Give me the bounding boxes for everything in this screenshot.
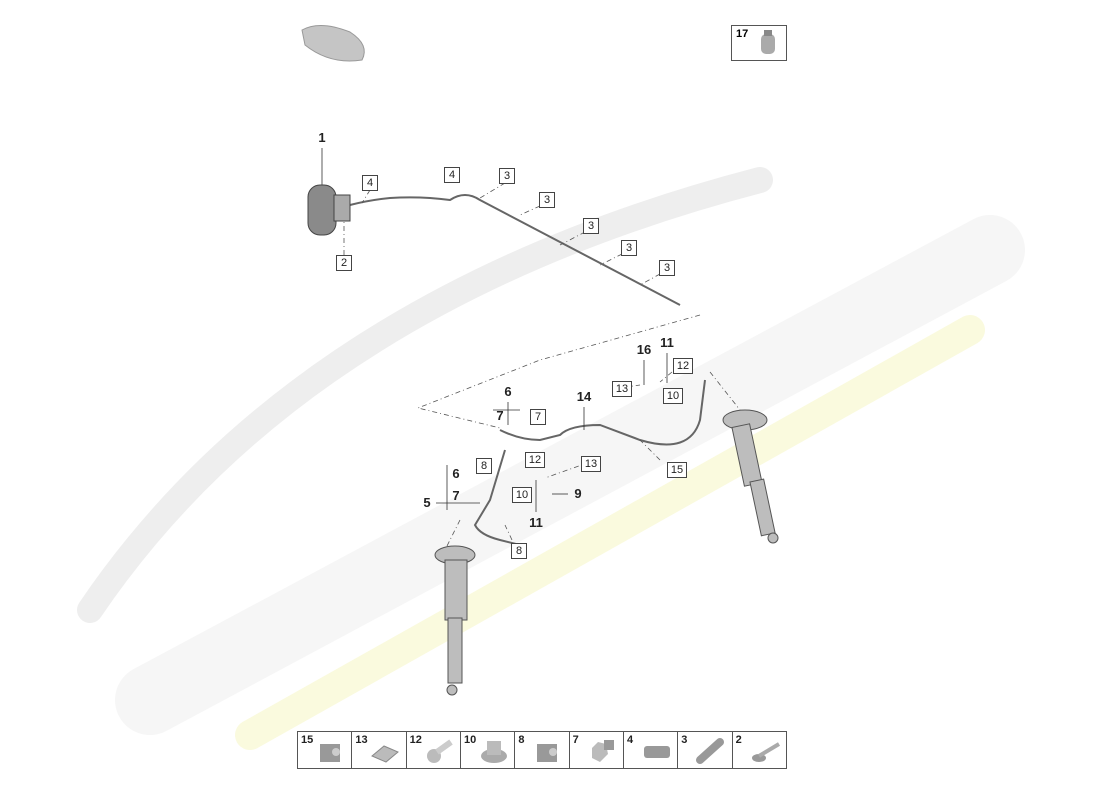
callout-6: 6 xyxy=(504,384,512,399)
callout-7: 7 xyxy=(496,408,504,423)
shock-absorber-right xyxy=(722,409,779,544)
box-12: 12 xyxy=(673,358,693,374)
part-number: 3 xyxy=(681,734,688,746)
spring-clip-icon xyxy=(371,745,400,763)
actuator xyxy=(307,184,351,236)
brake-line-rear xyxy=(499,379,706,446)
hex-bolt-icon xyxy=(591,740,614,762)
part-number: 13 xyxy=(355,734,368,746)
bolt-icon xyxy=(751,742,780,762)
screw-icon xyxy=(426,739,453,763)
box-13: 13 xyxy=(612,381,632,397)
shock-absorber-left xyxy=(434,545,476,696)
box-3: 3 xyxy=(539,192,555,208)
box-4: 4 xyxy=(362,175,378,191)
part-3: 3 xyxy=(678,732,733,768)
part-number: 10 xyxy=(463,734,477,746)
line-holder-icon xyxy=(643,746,670,758)
callout-14: 14 xyxy=(576,389,592,404)
line-clip-icon xyxy=(696,738,725,764)
car-silhouette-icon xyxy=(301,25,365,62)
box-3: 3 xyxy=(621,240,637,256)
callout-11: 11 xyxy=(660,335,674,350)
part-number: 7 xyxy=(572,734,579,746)
callout-16: 16 xyxy=(636,342,652,357)
box-13: 13 xyxy=(581,456,601,472)
clip-block-icon xyxy=(320,744,340,762)
box-3: 3 xyxy=(583,218,599,234)
box-7: 7 xyxy=(530,409,546,425)
callout-7: 7 xyxy=(452,488,460,503)
brake-hose-left xyxy=(473,449,521,546)
part-4: 4 xyxy=(624,732,679,768)
part-7: 7 xyxy=(570,732,624,768)
parts-strip: 15 13 12 10 8 7 4 3 2 xyxy=(297,731,787,769)
part-number: 17 xyxy=(736,28,749,40)
callout-6: 6 xyxy=(452,466,460,481)
part-12: 12 xyxy=(407,732,461,768)
box-12: 12 xyxy=(525,452,545,468)
box-10: 10 xyxy=(663,388,683,404)
part-2: 2 xyxy=(733,732,786,768)
part-number: 4 xyxy=(626,734,634,746)
box-8: 8 xyxy=(511,543,527,559)
clip-block-icon xyxy=(537,744,558,762)
box-4: 4 xyxy=(444,167,460,183)
box-3: 3 xyxy=(659,260,675,276)
box-2: 2 xyxy=(336,255,352,271)
part-15: 15 xyxy=(298,732,353,768)
cap-icon xyxy=(761,30,775,54)
part-number: 2 xyxy=(735,734,742,746)
box-3: 3 xyxy=(499,168,515,184)
part-17-box: 17 xyxy=(731,25,787,61)
part-10: 10 xyxy=(461,732,516,768)
callout-5: 5 xyxy=(423,495,431,510)
box-8: 8 xyxy=(476,458,492,474)
callout-11: 11 xyxy=(529,515,543,530)
box-15: 15 xyxy=(667,462,687,478)
flange-nut-icon xyxy=(480,741,507,763)
callout-9: 9 xyxy=(574,486,582,501)
brake-line-main xyxy=(349,194,681,306)
box-10: 10 xyxy=(512,487,532,503)
part-number: 15 xyxy=(301,734,314,746)
part-8: 8 xyxy=(515,732,570,768)
callout-1: 1 xyxy=(318,130,326,145)
part-number: 8 xyxy=(518,734,525,746)
part-number: 12 xyxy=(409,734,422,746)
part-13: 13 xyxy=(352,732,407,768)
